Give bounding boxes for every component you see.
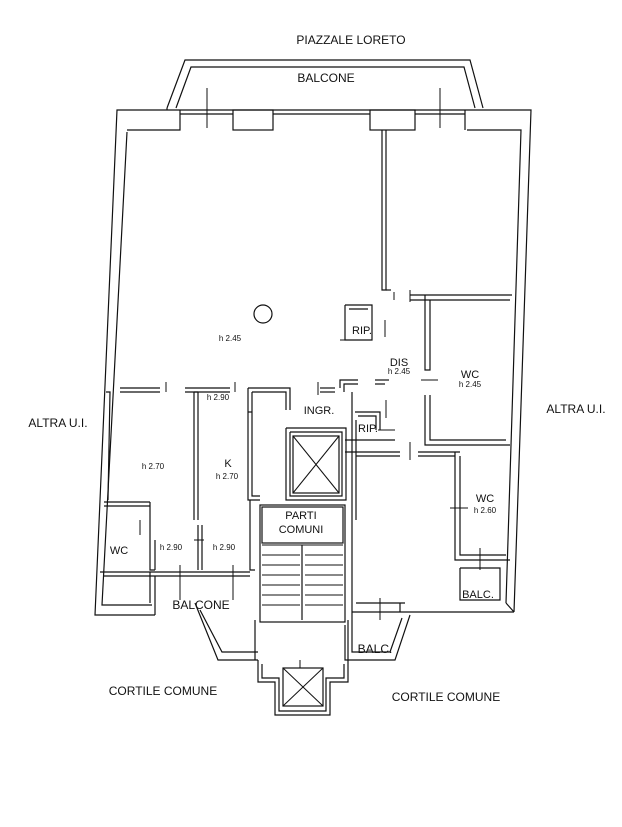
- top-balcony: [166, 59, 484, 109]
- kitchen-height: h 2.70: [216, 472, 239, 481]
- outer-walls: [94, 108, 532, 616]
- kitchen-top-height: h 2.90: [207, 393, 230, 402]
- common-parts-label-1: PARTI: [285, 510, 316, 522]
- street-label: PIAZZALE LORETO: [296, 33, 405, 47]
- courtyard-left-label: CORTILE COMUNE: [109, 684, 217, 698]
- wc-left-label: WC: [110, 545, 128, 557]
- wc-right2-height: h 2.60: [474, 506, 497, 515]
- rip-upper-label: RIP.: [352, 325, 372, 337]
- column-circle: [253, 304, 273, 324]
- wc-right-label: WC: [461, 369, 479, 381]
- bottom-elevator: [257, 660, 349, 716]
- balcony-bottom-label: BALCONE: [172, 598, 229, 612]
- wc-left-height: h 2.90: [160, 543, 183, 552]
- wc-right-height: h 2.45: [459, 380, 482, 389]
- balcony-top-label: BALCONE: [297, 71, 354, 85]
- top-wall-piers: [180, 88, 465, 131]
- kitchen-bottom-height: h 2.90: [213, 543, 236, 552]
- balc-right-label: BALC.: [462, 589, 494, 601]
- courtyard-right-label: CORTILE COMUNE: [392, 690, 500, 704]
- common-parts-label-2: COMUNI: [279, 524, 324, 536]
- ingr-label: INGR.: [304, 405, 335, 417]
- balc-center-label: BALC.: [358, 642, 393, 656]
- common-stairs: [259, 504, 346, 623]
- interior-walls: [100, 130, 512, 625]
- left-neighbour-label: ALTRA U.I.: [28, 416, 87, 430]
- bottom-balconies: [154, 602, 411, 661]
- rip-lower-label: RIP.: [358, 423, 378, 435]
- kitchen-label: K: [224, 458, 232, 470]
- elevator-shaft: [292, 435, 340, 494]
- left-room-height: h 2.70: [142, 462, 165, 471]
- wc-right2-label: WC: [476, 493, 494, 505]
- dis-label: DIS: [390, 357, 408, 369]
- main-room-height: h 2.45: [219, 334, 242, 343]
- dis-height: h 2.45: [388, 367, 411, 376]
- right-neighbour-label: ALTRA U.I.: [546, 402, 605, 416]
